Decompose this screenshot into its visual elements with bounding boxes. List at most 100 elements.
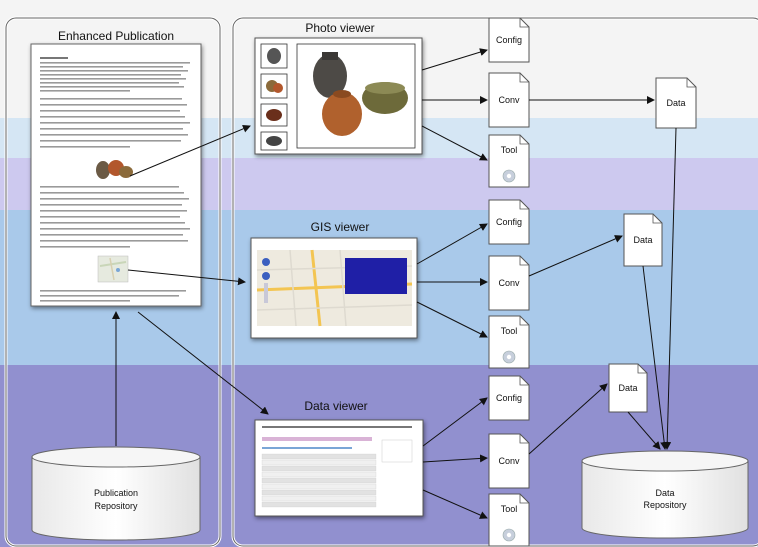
gis-config-doc-label: Config — [496, 217, 522, 227]
arrow — [528, 235, 623, 277]
table-row — [261, 459, 377, 466]
data-tool-doc: Tool — [488, 493, 530, 547]
publication-title: Enhanced Publication — [58, 29, 174, 43]
data-repository-label-2: Repository — [643, 500, 687, 510]
text-line — [40, 186, 179, 188]
text-line — [40, 78, 186, 80]
arrow — [416, 223, 488, 265]
arrow — [528, 383, 608, 455]
data-data-doc: Data — [608, 363, 648, 413]
photo-data-doc: Data — [655, 77, 697, 129]
photo-config-doc: Config — [488, 17, 530, 63]
gear-icon — [502, 169, 516, 183]
publication-panel — [4, 16, 222, 547]
arrow — [416, 301, 488, 338]
text-line — [40, 104, 187, 106]
filter-bar — [262, 437, 372, 441]
table-row — [261, 465, 377, 472]
table-row — [261, 483, 377, 490]
gear-icon — [502, 528, 516, 542]
text-line — [40, 204, 182, 206]
text-line — [40, 198, 189, 200]
data-viewer-table — [261, 426, 413, 508]
publication-repository-label-1: Publication — [94, 488, 138, 498]
side-legend — [381, 439, 413, 463]
arrow — [421, 125, 488, 161]
text-line — [40, 228, 190, 230]
text-line — [40, 192, 184, 194]
photo-conv-doc: Conv — [488, 72, 530, 128]
text-line — [40, 246, 130, 248]
text-line — [40, 146, 130, 148]
text-line — [40, 110, 180, 112]
text-line — [40, 74, 181, 76]
publication-repository — [31, 446, 201, 541]
table-row — [261, 477, 377, 484]
text-line — [40, 210, 187, 212]
arrow — [422, 454, 488, 463]
photo-viewer-title: Photo viewer — [305, 21, 374, 35]
photo-conv-doc-label: Conv — [498, 95, 520, 105]
text-line — [40, 90, 130, 92]
text-line — [40, 295, 179, 297]
text-line — [40, 57, 68, 59]
text-line — [40, 70, 188, 72]
gis-tool-doc: Tool — [488, 315, 530, 369]
photo-viewer-main-image — [296, 43, 416, 149]
publication-repository-label-2: Repository — [94, 501, 138, 511]
text-line — [40, 222, 185, 224]
gis-conv-doc-label: Conv — [498, 278, 520, 288]
gis-data-doc-label: Data — [633, 235, 652, 245]
table-row — [261, 471, 377, 478]
data-conv-doc-label: Conv — [498, 456, 520, 466]
arrow — [137, 311, 269, 415]
gear-icon — [502, 350, 516, 364]
text-line — [40, 240, 188, 242]
text-line — [40, 86, 184, 88]
text-line — [40, 134, 188, 136]
photo-tool-doc-label: Tool — [501, 145, 518, 155]
arrow — [627, 411, 661, 450]
text-line — [40, 234, 183, 236]
data-config-doc-label: Config — [496, 393, 522, 403]
text-line — [40, 98, 182, 100]
gis-tool-doc-label: Tool — [501, 326, 518, 336]
text-line — [262, 447, 352, 449]
publication-map-thumbnail — [97, 255, 129, 283]
text-line — [40, 82, 179, 84]
photo-tool-doc: Tool — [488, 134, 530, 188]
arrow — [127, 269, 246, 286]
table-row — [261, 453, 377, 460]
text-line — [40, 290, 186, 292]
photo-config-doc-label: Config — [496, 35, 522, 45]
text-line — [40, 62, 190, 64]
text-line — [262, 426, 412, 428]
text-line — [40, 122, 190, 124]
data-repository — [581, 450, 749, 539]
text-line — [40, 300, 130, 302]
data-config-doc: Config — [488, 375, 530, 421]
arrow — [422, 397, 488, 447]
connection-arrows — [112, 48, 677, 519]
data-data-doc-label: Data — [618, 383, 637, 393]
gis-layer-panel — [345, 258, 407, 294]
photo-data-doc-label: Data — [666, 98, 685, 108]
module-documents: ConfigConvToolConfigConvToolConfigConvTo… — [488, 17, 530, 547]
text-line — [40, 128, 183, 130]
gis-conv-doc: Conv — [488, 255, 530, 311]
table-row — [261, 489, 377, 496]
gis-data-doc: Data — [623, 213, 663, 267]
arrow — [129, 125, 251, 177]
data-repository-label-1: Data — [655, 488, 674, 498]
text-line — [40, 66, 183, 68]
arrow — [421, 48, 488, 71]
publication-text-lines — [40, 57, 190, 302]
table-row — [261, 501, 377, 508]
gis-config-doc: Config — [488, 199, 530, 245]
publication-pottery-image — [96, 160, 133, 179]
arrow — [663, 127, 677, 450]
table-row — [261, 495, 377, 502]
photo-viewer-thumbnails — [260, 43, 288, 151]
